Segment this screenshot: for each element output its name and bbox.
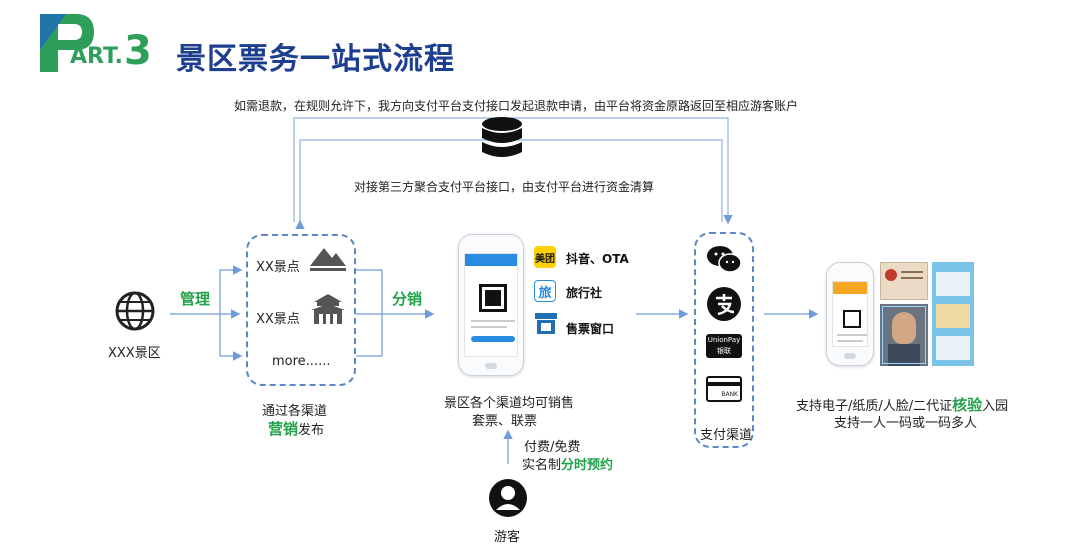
payment-label: 支付渠道: [700, 428, 753, 443]
verify-caption-2: 支持一人一码或一码多人: [834, 416, 978, 431]
wechat-pay-icon: [707, 246, 742, 273]
channel-label: 抖音、OTA: [566, 252, 629, 266]
manage-label: 管理: [180, 290, 211, 308]
database-icon: [482, 117, 522, 157]
page-title: 景区票务一站式流程: [176, 42, 455, 77]
paper-ticket-image: [880, 262, 928, 300]
bank-card-icon: BANK: [706, 376, 742, 402]
mountain-icon: [310, 248, 346, 271]
part3-logo: [40, 14, 94, 72]
logo-number: 3: [124, 28, 152, 74]
publish-caption-2: 营销发布: [268, 420, 325, 438]
publish-caption: 通过各渠道: [262, 404, 328, 419]
channel-label: 售票窗口: [566, 322, 615, 336]
distribute-label: 分销: [392, 290, 423, 308]
attraction-more: more......: [272, 354, 331, 369]
face-recognition-image: [880, 304, 928, 366]
scenic-label: XXX景区: [108, 346, 161, 361]
meituan-icon: 美团: [534, 246, 556, 268]
id-card-image: [932, 262, 974, 366]
tourist-payment-note: 付费/免费: [524, 440, 581, 455]
refund-note: 如需退款，在规则允许下，我方向支付平台支付接口发起退款申请，由平台将资金原路返回…: [234, 99, 799, 113]
eticket-phone: [826, 262, 874, 366]
travel-agency-icon: 旅: [534, 280, 556, 302]
logo-word: ART.: [70, 44, 124, 69]
tourist-avatar-icon: [489, 479, 527, 517]
channel-label: 旅行社: [566, 286, 603, 300]
verify-caption: 支持电子/纸质/人脸/二代证核验入园: [796, 396, 1009, 414]
marketing-highlight: 营销: [268, 420, 299, 438]
tourist-label: 游客: [494, 530, 521, 545]
ticket-phone: [458, 234, 524, 376]
verify-highlight: 核验: [952, 396, 983, 414]
clearing-note: 对接第三方聚合支付平台接口，由支付平台进行资金清算: [354, 180, 655, 194]
attraction-item: XX景点: [256, 312, 300, 327]
attraction-item: XX景点: [256, 260, 300, 275]
time-slot-highlight: 分时预约: [561, 458, 614, 473]
channels-caption-2: 套票、联票: [472, 414, 538, 429]
channels-caption: 景区各个渠道均可销售: [444, 396, 575, 411]
tourist-booking-note: 实名制分时预约: [522, 458, 614, 473]
temple-icon: [311, 294, 345, 324]
ticket-window-icon: [535, 313, 557, 334]
alipay-icon: [707, 287, 741, 321]
globe-icon: [115, 291, 155, 331]
